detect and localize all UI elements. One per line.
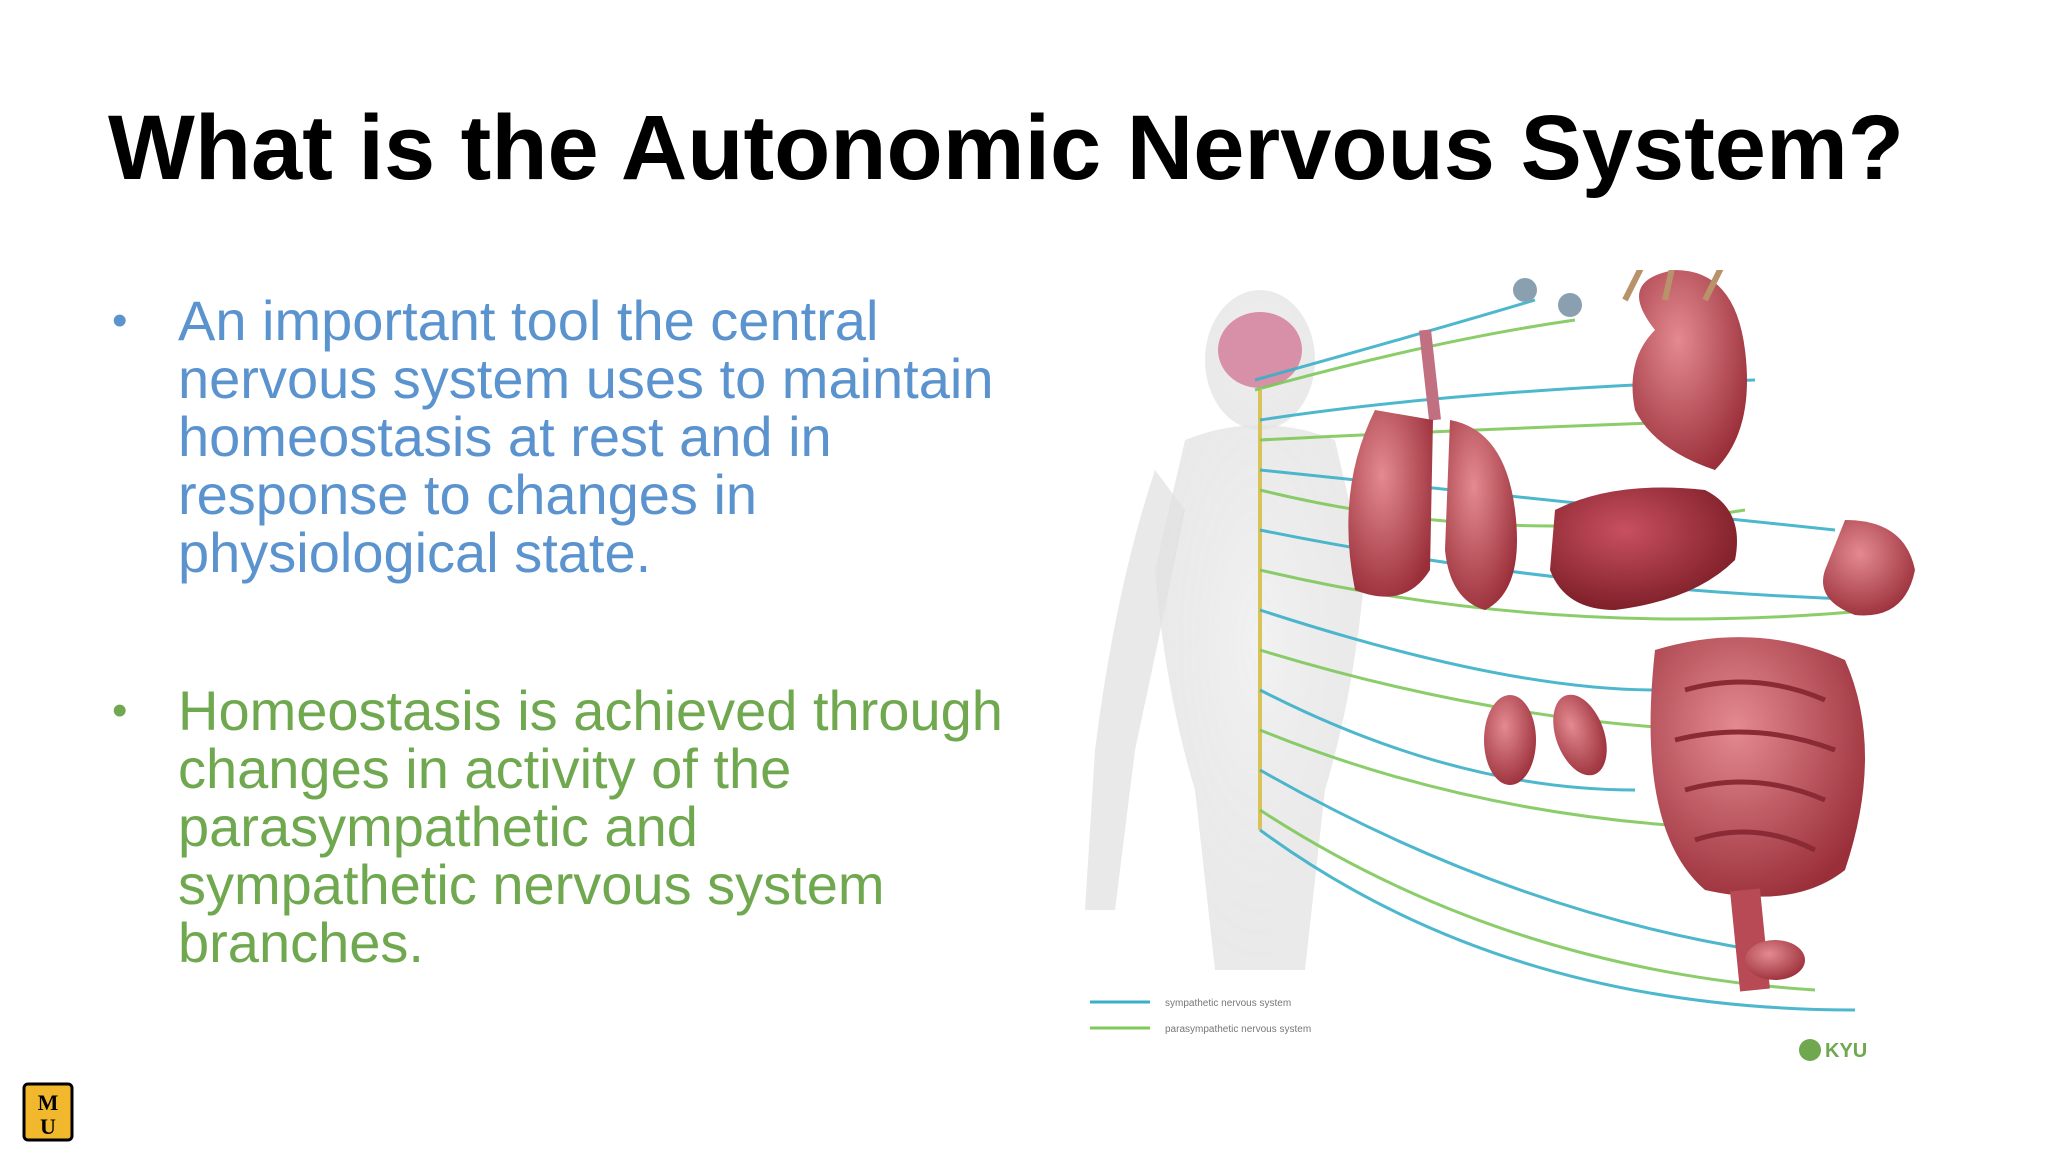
svg-text:KYU: KYU — [1825, 1040, 1867, 1062]
liver — [1550, 487, 1737, 610]
bullet-item: • An important tool the central nervous … — [108, 292, 1008, 582]
heart — [1622, 270, 1747, 470]
legend-sympathetic: sympathetic nervous system — [1165, 998, 1291, 1009]
eye — [1513, 278, 1537, 302]
lungs — [1348, 329, 1517, 610]
eye — [1558, 293, 1582, 317]
legend-parasympathetic: parasympathetic nervous system — [1165, 1024, 1311, 1035]
bullet-dot: • — [112, 686, 128, 735]
kidney — [1553, 694, 1607, 776]
kyu-watermark: KYU — [1799, 1039, 1867, 1062]
bullet-text: Homeostasis is achieved through changes … — [178, 679, 1003, 974]
bullet-item: • Homeostasis is achieved through change… — [108, 682, 1008, 972]
autonomic-nervous-system-illustration: sympathetic nervous system parasympathet… — [1085, 270, 1915, 1062]
bullet-list: • An important tool the central nervous … — [108, 292, 1008, 972]
stomach — [1823, 520, 1915, 616]
svg-text:U: U — [40, 1114, 56, 1139]
brain — [1218, 312, 1302, 388]
kidney — [1484, 695, 1536, 785]
bladder — [1745, 940, 1805, 980]
bullet-dot: • — [112, 296, 128, 345]
nerve-legend: sympathetic nervous system parasympathet… — [1090, 998, 1311, 1035]
mizzou-logo: M U — [22, 1082, 74, 1142]
svg-text:M: M — [38, 1090, 59, 1115]
slide-title: What is the Autonomic Nervous System? — [108, 97, 1904, 199]
bullet-text: An important tool the central nervous sy… — [178, 289, 994, 584]
